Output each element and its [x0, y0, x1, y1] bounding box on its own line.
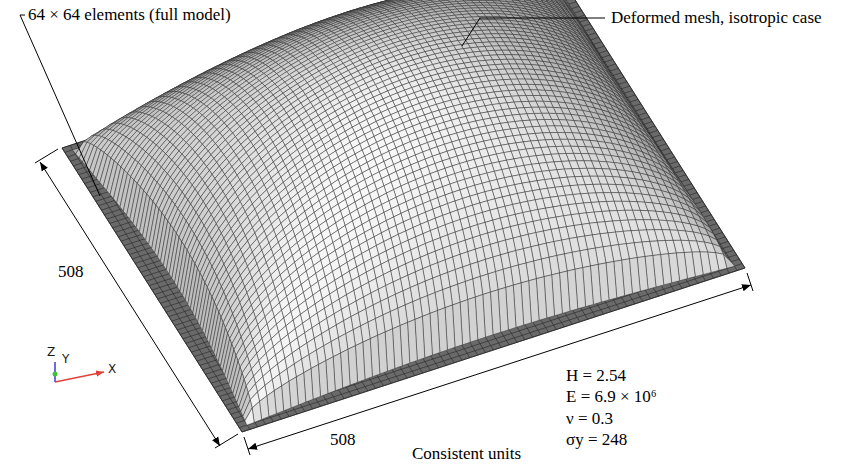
deformed-mesh	[72, 0, 735, 425]
plate-grid	[62, 0, 745, 432]
flat-plate-mesh	[62, 0, 745, 432]
plate-surface	[62, 0, 745, 432]
